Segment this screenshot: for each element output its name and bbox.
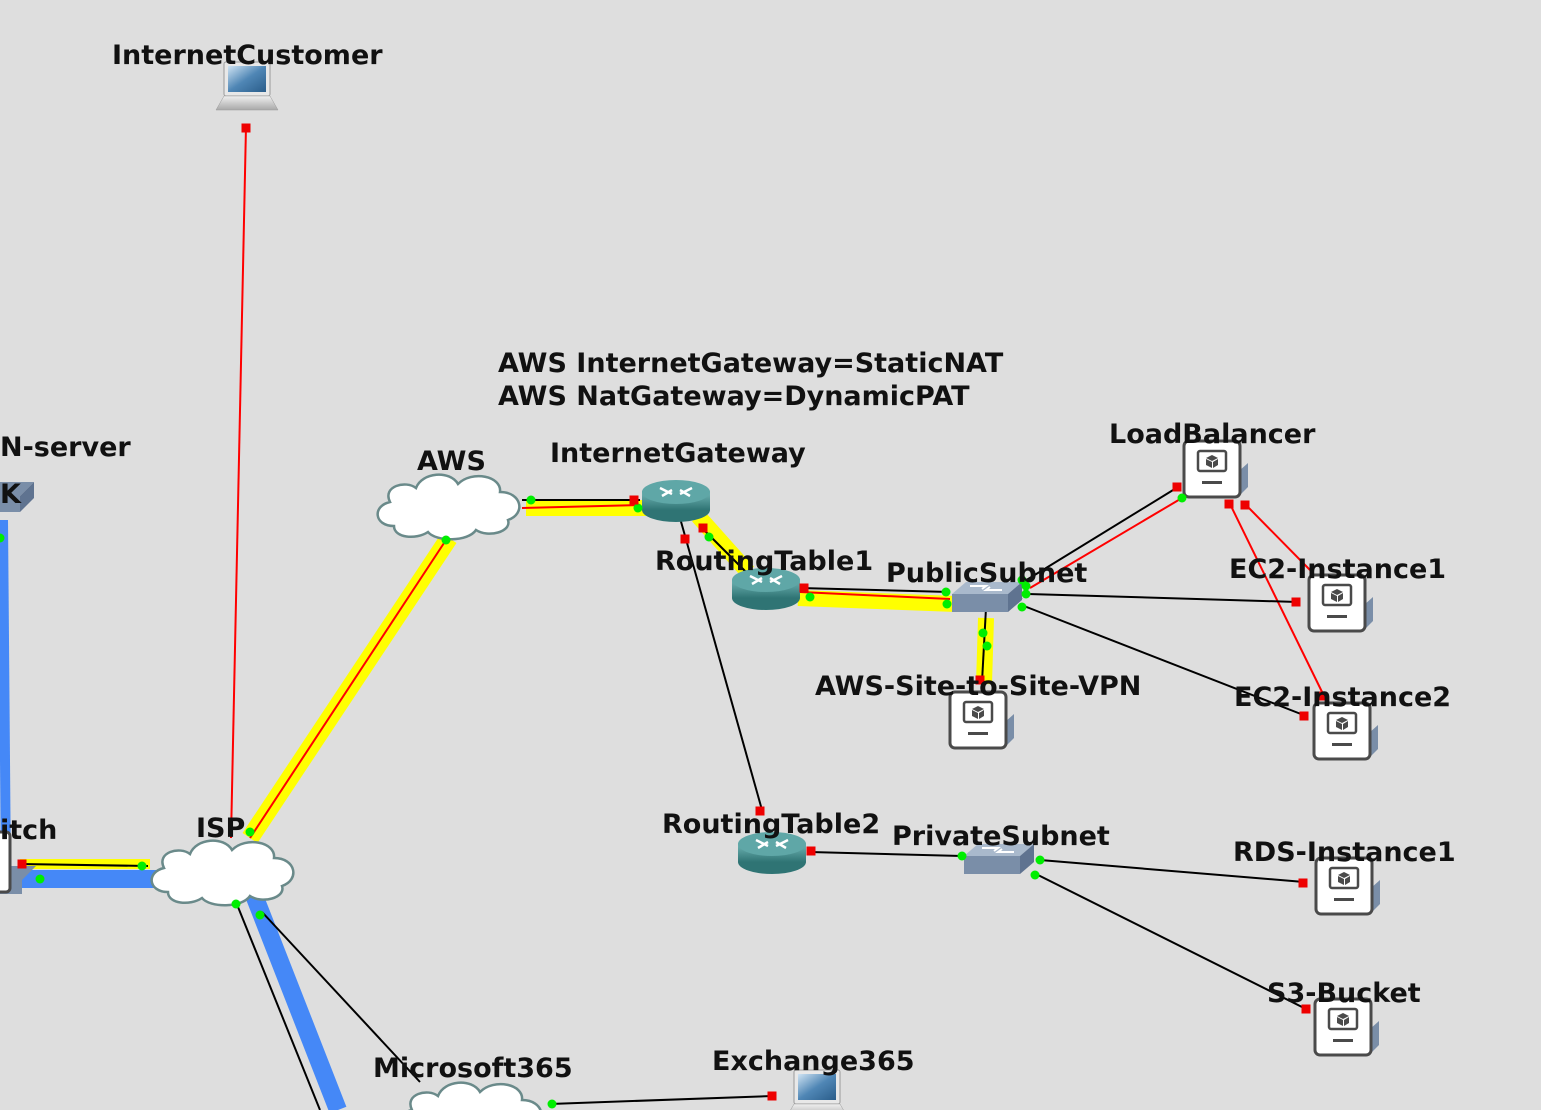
- port-down-marker: [1172, 482, 1182, 492]
- port-up-marker: [982, 641, 992, 651]
- link-ms365-exchange[interactable]: [549, 1095, 773, 1105]
- switch-icon[interactable]: [0, 830, 36, 894]
- port-down-marker: [1291, 597, 1301, 607]
- node-label-aws-vpn: AWS-Site-to-Site-VPN: [815, 671, 1142, 702]
- port-up-marker: [1017, 602, 1027, 612]
- port-up-marker: [942, 599, 952, 609]
- port-up-marker: [137, 861, 147, 871]
- internet-gateway-router-icon[interactable]: [640, 478, 712, 524]
- port-down-marker: [799, 583, 809, 593]
- port-up-marker: [1177, 493, 1187, 503]
- node-label-routing-table-1: RoutingTable1: [655, 546, 874, 577]
- node-label-private-subnet: PrivateSubnet: [892, 821, 1110, 852]
- link-rt2-private[interactable]: [809, 851, 963, 857]
- port-up-marker: [1021, 589, 1031, 599]
- link-public-ec2-1[interactable]: [1027, 593, 1299, 603]
- link-public-ec2-2[interactable]: [1023, 605, 1307, 717]
- port-down-marker: [241, 123, 251, 133]
- link-rt1-public-red[interactable]: [799, 591, 951, 600]
- port-up-marker: [941, 587, 951, 597]
- port-down-marker: [1299, 711, 1309, 721]
- highlight-rt1-public: [797, 590, 957, 612]
- port-down-marker: [698, 523, 708, 533]
- port-down-marker: [975, 675, 985, 685]
- node-label-vpn-server-sub: K: [0, 479, 21, 510]
- aws-cloud-icon[interactable]: [376, 473, 521, 541]
- port-up-marker: [633, 503, 643, 513]
- port-down-marker: [767, 1091, 777, 1101]
- port-up-marker: [1017, 575, 1027, 585]
- port-up-marker: [704, 532, 714, 542]
- port-down-marker: [1298, 878, 1308, 888]
- port-up-marker: [526, 495, 536, 505]
- link-lb-ec2-1[interactable]: [1244, 503, 1311, 571]
- port-up-marker: [978, 628, 988, 638]
- node-label-routing-table-2: RoutingTable2: [662, 809, 881, 840]
- node-label-exchange365: Exchange365: [712, 1046, 915, 1077]
- link-public-lb-red[interactable]: [1029, 497, 1183, 589]
- port-up-marker: [547, 1099, 557, 1109]
- link-isp-aws[interactable]: [249, 539, 447, 839]
- links-layer: [0, 125, 1326, 1110]
- port-down-marker: [1224, 499, 1234, 509]
- ports-layer: [0, 123, 1327, 1109]
- node-label-internet-gateway: InternetGateway: [550, 438, 806, 469]
- annotation-text: AWS InternetGateway=StaticNAT AWS NatGat…: [498, 347, 1003, 413]
- node-label-internet-customer: InternetCustomer: [112, 40, 383, 71]
- port-up-marker: [255, 910, 265, 920]
- node-label-public-subnet: PublicSubnet: [886, 558, 1088, 589]
- node-label-ec2-instance-2: EC2-Instance2: [1234, 682, 1452, 713]
- node-label-s3-bucket: S3-Bucket: [1267, 978, 1421, 1009]
- microsoft365-cloud-icon[interactable]: [398, 1081, 543, 1110]
- port-up-marker: [0, 533, 5, 543]
- port-down-marker: [1240, 500, 1250, 510]
- port-down-marker: [17, 859, 27, 869]
- port-up-marker: [35, 874, 45, 884]
- trunk-link-vpn-switch[interactable]: [0, 519, 11, 881]
- link-igw-rt2[interactable]: [679, 517, 763, 811]
- node-label-microsoft365: Microsoft365: [373, 1053, 573, 1084]
- link-switch-isp[interactable]: [19, 863, 149, 867]
- port-down-marker: [755, 806, 765, 816]
- port-up-marker: [245, 827, 255, 837]
- port-down-marker: [1317, 691, 1327, 701]
- port-up-marker: [231, 899, 241, 909]
- link-rt1-public[interactable]: [799, 587, 951, 593]
- port-up-marker: [441, 535, 451, 545]
- annotation-line-2: AWS NatGateway=DynamicPAT: [498, 381, 970, 412]
- node-label-isp: ISP: [196, 813, 246, 844]
- nodes-layer: [0, 61, 1382, 1110]
- link-isp-ms365[interactable]: [261, 911, 421, 1083]
- port-up-marker: [805, 592, 815, 602]
- port-down-marker: [629, 495, 639, 505]
- node-label-rds-instance-1: RDS-Instance1: [1233, 837, 1456, 868]
- port-down-marker: [806, 846, 816, 856]
- node-label-ec2-instance-1: EC2-Instance1: [1229, 554, 1447, 585]
- node-label-load-balancer: LoadBalancer: [1109, 419, 1316, 450]
- node-label-vpn-server: N-server: [0, 432, 131, 463]
- link-private-s3[interactable]: [1035, 873, 1309, 1011]
- link-customer-isp[interactable]: [230, 125, 247, 839]
- link-private-rds[interactable]: [1039, 859, 1305, 883]
- vpn-server-firewall-icon[interactable]: [0, 482, 34, 512]
- port-down-marker: [1301, 1004, 1311, 1014]
- port-down-marker: [680, 534, 690, 544]
- link-public-lb[interactable]: [1019, 486, 1179, 585]
- node-label-aws: AWS: [417, 446, 486, 477]
- node-label-switch: itch: [0, 815, 58, 846]
- port-up-marker: [1030, 870, 1040, 880]
- link-isp-down[interactable]: [235, 901, 321, 1110]
- isp-cloud-icon[interactable]: [150, 839, 295, 907]
- port-up-marker: [1035, 855, 1045, 865]
- port-up-marker: [957, 851, 967, 861]
- link-aws-igw-red[interactable]: [521, 504, 641, 509]
- annotation-line-1: AWS InternetGateway=StaticNAT: [498, 348, 1004, 379]
- trunk-link-isp-down[interactable]: [243, 886, 347, 1110]
